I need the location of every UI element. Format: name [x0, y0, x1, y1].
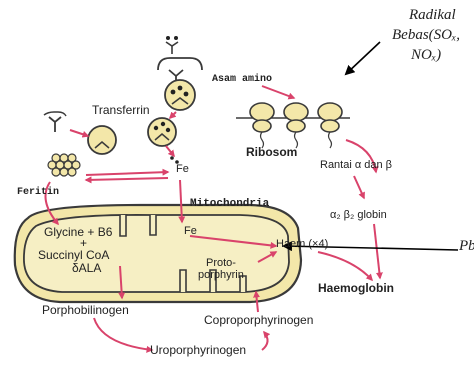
- glycine-label: Glycine + B6: [44, 226, 112, 238]
- feritin-cluster: [48, 154, 80, 176]
- radikal-label-line1: Radikal: [409, 8, 456, 23]
- transferrin-vesicle-left: [88, 126, 116, 154]
- globin-label: α₂ β₂ globin: [330, 210, 387, 221]
- protoporphyrin-label-line1: Proto-: [206, 258, 236, 269]
- mitochondria-label: Mitochondria: [190, 199, 269, 210]
- porphobilinogen-label: Porphobilinogen: [42, 304, 129, 316]
- feritin-label: Feritin: [17, 188, 59, 198]
- dala-label: δALA: [72, 262, 101, 274]
- radikal-label-line2: Bebas(SOₓ,: [392, 28, 460, 43]
- asam-amino-label: Asam amino: [212, 75, 272, 85]
- haem-label: Haem (×4): [276, 239, 328, 250]
- protoporphyrin-label-line2: porphyrin: [198, 270, 244, 281]
- fe-mito-label: Fe: [184, 226, 197, 237]
- rantai-label: Rantai α dan β: [320, 160, 392, 171]
- transferrin-label: Transferrin: [92, 104, 150, 116]
- ribosom-label: Ribosom: [246, 146, 297, 158]
- pb-label: Pb: [459, 239, 474, 254]
- succinyl-label: Succinyl CoA: [38, 249, 109, 261]
- coproporphyrinogen-label: Coproporphyrinogen: [204, 314, 313, 326]
- uroporphyrinogen-label: Uroporphyrinogen: [150, 344, 246, 356]
- radikal-label-line3: NOₓ): [411, 48, 441, 63]
- fe-top-label: Fe: [176, 164, 189, 175]
- transferrin-vesicle-top: [165, 80, 195, 110]
- ribosomes: [250, 103, 342, 132]
- radical-arrow: [346, 42, 380, 74]
- haemoglobin-label: Haemoglobin: [318, 282, 394, 294]
